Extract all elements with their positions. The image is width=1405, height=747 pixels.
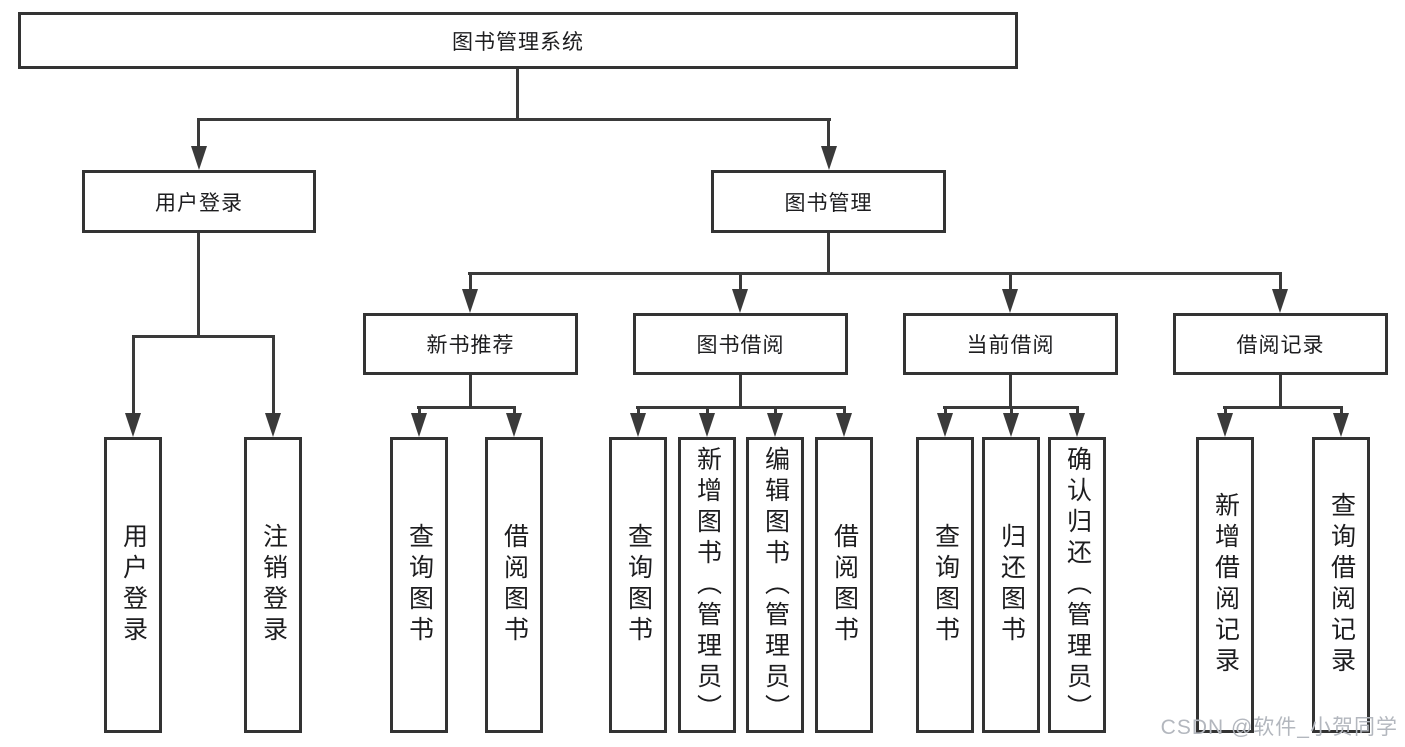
node-current-borrowing-label: 当前借阅 bbox=[966, 334, 1055, 357]
connector-line bbox=[1009, 272, 1012, 295]
csdn-watermark: CSDN @软件_小贺同学 bbox=[1160, 716, 1398, 739]
node-cb-return-books-label: 归还图书 bbox=[997, 523, 1026, 647]
node-bb-borrow-books: 借阅图书 bbox=[815, 437, 873, 733]
arrow-down bbox=[821, 146, 837, 170]
arrow-down bbox=[1217, 413, 1233, 437]
connector-line bbox=[827, 118, 830, 152]
connector-line bbox=[636, 406, 846, 409]
node-cb-query-books-label: 查询图书 bbox=[931, 523, 960, 647]
arrow-down bbox=[1002, 289, 1018, 313]
arrow-down bbox=[1272, 289, 1288, 313]
node-user-login: 用户登录 bbox=[82, 170, 316, 233]
node-user-login-leaf: 用户登录 bbox=[104, 437, 162, 733]
node-br-query-record: 查询借阅记录 bbox=[1312, 437, 1370, 733]
node-library-management-system-label: 图书管理系统 bbox=[452, 30, 584, 54]
node-borrowing-records-label: 借阅记录 bbox=[1236, 334, 1325, 357]
node-user-login-leaf-label: 用户登录 bbox=[119, 523, 148, 647]
arrow-down bbox=[732, 289, 748, 313]
connector-line bbox=[272, 335, 275, 420]
node-new-book-recommend-label: 新书推荐 bbox=[426, 334, 515, 357]
node-book-borrowing: 图书借阅 bbox=[633, 313, 848, 375]
node-current-borrowing: 当前借阅 bbox=[903, 313, 1118, 375]
connector-line bbox=[469, 272, 472, 295]
node-nbr-query-books-label: 查询图书 bbox=[405, 523, 434, 647]
arrow-down bbox=[462, 289, 478, 313]
node-user-login-label: 用户登录 bbox=[155, 191, 243, 215]
connector-line bbox=[739, 272, 742, 295]
node-new-book-recommend: 新书推荐 bbox=[363, 313, 578, 375]
connector-line bbox=[1223, 406, 1343, 409]
node-cb-query-books: 查询图书 bbox=[916, 437, 974, 733]
arrow-down bbox=[1003, 413, 1019, 437]
node-bb-add-books-admin-label: 新增图书（管理员） bbox=[693, 445, 722, 725]
connector-line bbox=[197, 233, 200, 338]
node-book-management-label: 图书管理 bbox=[784, 191, 873, 215]
node-borrowing-records: 借阅记录 bbox=[1173, 313, 1388, 375]
node-nbr-borrow-books-label: 借阅图书 bbox=[500, 523, 529, 647]
node-nbr-query-books: 查询图书 bbox=[390, 437, 448, 733]
arrow-down bbox=[630, 413, 646, 437]
connector-line bbox=[516, 69, 519, 119]
node-nbr-borrow-books: 借阅图书 bbox=[485, 437, 543, 733]
node-logout: 注销登录 bbox=[244, 437, 302, 733]
node-cb-return-books: 归还图书 bbox=[982, 437, 1040, 733]
arrow-down bbox=[836, 413, 852, 437]
arrow-down bbox=[191, 146, 207, 170]
arrow-down bbox=[699, 413, 715, 437]
connector-line bbox=[417, 406, 516, 409]
connector-line bbox=[468, 272, 1282, 275]
node-library-management-system: 图书管理系统 bbox=[18, 12, 1018, 69]
connector-line bbox=[1279, 375, 1282, 408]
node-bb-edit-books-admin-label: 编辑图书（管理员） bbox=[761, 445, 790, 725]
node-book-management: 图书管理 bbox=[711, 170, 946, 233]
node-br-query-record-label: 查询借阅记录 bbox=[1327, 492, 1356, 678]
connector-line bbox=[132, 335, 135, 420]
connector-line bbox=[198, 118, 831, 121]
node-br-add-record-label: 新增借阅记录 bbox=[1211, 492, 1240, 678]
arrow-down bbox=[937, 413, 953, 437]
arrow-down bbox=[265, 413, 281, 437]
node-book-borrowing-label: 图书借阅 bbox=[696, 334, 785, 357]
arrow-down bbox=[1069, 413, 1085, 437]
connector-line bbox=[132, 335, 275, 338]
arrow-down bbox=[506, 413, 522, 437]
connector-line bbox=[469, 375, 472, 408]
node-bb-query-books: 查询图书 bbox=[609, 437, 667, 733]
node-bb-add-books-admin: 新增图书（管理员） bbox=[678, 437, 736, 733]
connector-line bbox=[739, 375, 742, 408]
node-cb-confirm-return-admin-label: 确认归还（管理员） bbox=[1063, 445, 1092, 725]
node-logout-label: 注销登录 bbox=[259, 523, 288, 647]
arrow-down bbox=[411, 413, 427, 437]
connector-line bbox=[1009, 375, 1012, 408]
arrow-down bbox=[767, 413, 783, 437]
connector-line bbox=[827, 233, 830, 275]
connector-line bbox=[197, 118, 200, 152]
node-bb-edit-books-admin: 编辑图书（管理员） bbox=[746, 437, 804, 733]
node-bb-borrow-books-label: 借阅图书 bbox=[830, 523, 859, 647]
connector-line bbox=[1279, 272, 1282, 295]
arrow-down bbox=[125, 413, 141, 437]
arrow-down bbox=[1333, 413, 1349, 437]
node-bb-query-books-label: 查询图书 bbox=[624, 523, 653, 647]
node-cb-confirm-return-admin: 确认归还（管理员） bbox=[1048, 437, 1106, 733]
node-br-add-record: 新增借阅记录 bbox=[1196, 437, 1254, 733]
